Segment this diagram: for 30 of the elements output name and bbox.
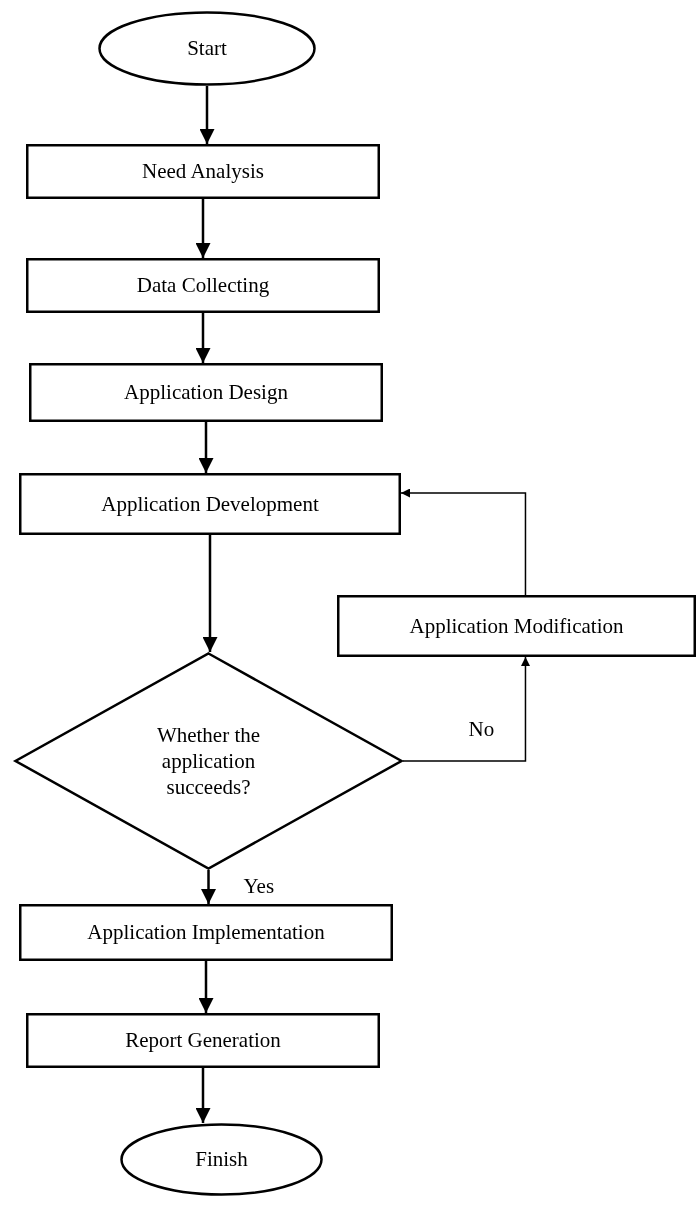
arrow [199, 86, 215, 144]
node-text: Application Design [124, 379, 288, 406]
process-box [19, 473, 401, 535]
node-text: Application Implementation [87, 919, 325, 946]
process-box [19, 904, 393, 961]
arrow [198, 422, 214, 473]
arrow [202, 535, 218, 652]
arrow [400, 488, 527, 596]
node-text: Application Modification [409, 612, 624, 640]
arrow [195, 1068, 211, 1123]
arrow [198, 961, 214, 1013]
arrow [201, 870, 216, 904]
node-text: Finish [195, 1146, 248, 1173]
process-box [26, 144, 380, 199]
arrow [195, 199, 211, 258]
terminal-ellipse [120, 1123, 323, 1196]
node-text: Whether the application succeeds? [155, 721, 262, 801]
process-box [26, 1013, 380, 1068]
terminal-ellipse [98, 11, 316, 86]
node-text: Need Analysis [142, 158, 264, 185]
process-box [337, 595, 696, 657]
node-text: Report Generation [125, 1027, 281, 1054]
node-text: Data Collecting [136, 272, 270, 299]
decision-diamond [14, 652, 403, 870]
node-text: Application Development [101, 490, 319, 518]
process-box [29, 363, 383, 422]
arrow [402, 656, 530, 762]
process-box [26, 258, 380, 313]
arrow [195, 313, 211, 363]
node-text: Start [187, 35, 227, 62]
